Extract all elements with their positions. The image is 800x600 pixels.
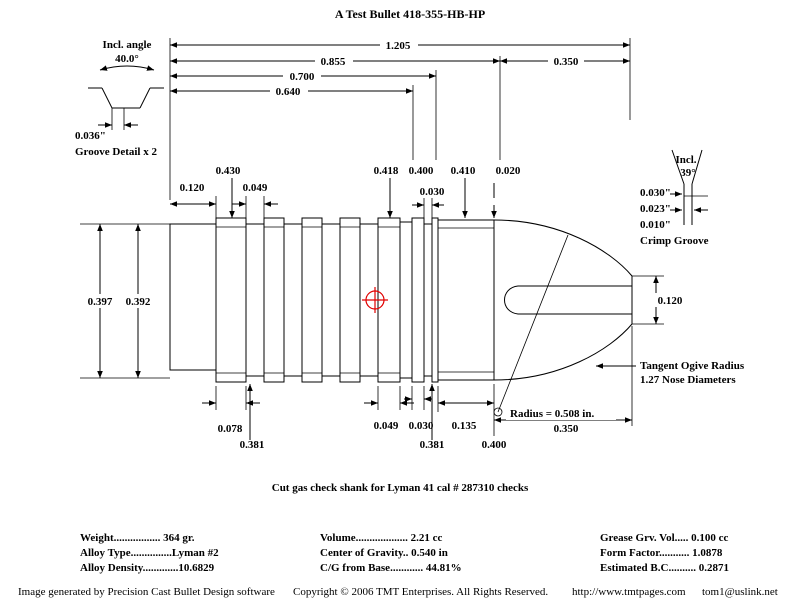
- groove-width: 0.036": [75, 130, 106, 142]
- crimp-groove-caption: Crimp Groove: [640, 235, 709, 247]
- lube-groove-6: [423, 223, 433, 377]
- dim-0135: 0.135: [452, 420, 477, 432]
- crimp-0023: 0.023": [640, 203, 671, 215]
- cavity-dimension: 0.120: [632, 275, 688, 325]
- lube-groove-3: [321, 223, 341, 377]
- gas-check-note: Cut gas check shank for Lyman 41 cal # 2…: [272, 482, 529, 494]
- gas-check-shank: [169, 223, 217, 371]
- ogive-callout: Tangent Ogive Radius 1.27 Nose Diameters: [596, 360, 745, 386]
- diagram-title: A Test Bullet 418-355-HB-HP: [335, 7, 485, 21]
- crimp-angle-label: Incl.: [675, 154, 696, 166]
- dim-0381-b: 0.381: [420, 439, 445, 451]
- dim-0350-top: 0.350: [554, 56, 579, 68]
- stat-grease-volume: Grease Grv. Vol..... 0.100 cc: [600, 532, 729, 544]
- crimp-groove-detail: Incl. 39° 0.030" 0.023" 0.010" Crimp Gro…: [640, 149, 709, 247]
- dim-0430: 0.430: [216, 165, 241, 177]
- dim-0049-bottom: 0.049: [374, 420, 399, 432]
- groove-angle-label: Incl. angle: [103, 39, 152, 51]
- driving-band-3: [301, 217, 323, 383]
- dim-0410: 0.410: [451, 165, 476, 177]
- lube-groove-5: [399, 221, 413, 379]
- dim-0700: 0.700: [290, 71, 315, 83]
- dim-0400-bottom: 0.400: [482, 439, 507, 451]
- lower-dimensions: 0.078 0.381 0.049 0.030 0.381 0.135 Radi…: [202, 326, 633, 451]
- driving-band-4: [339, 217, 361, 383]
- footer-email[interactable]: tom1@uslink.net: [702, 586, 778, 598]
- lube-groove-2: [283, 223, 303, 377]
- stat-estimated-bc: Estimated B.C.......... 0.2871: [600, 562, 729, 574]
- dim-0049-top: 0.049: [243, 182, 268, 194]
- dim-1205: 1.205: [386, 40, 411, 52]
- driving-band-6: [411, 217, 425, 383]
- footer-copyright: Copyright © 2006 TMT Enterprises. All Ri…: [293, 586, 548, 598]
- dim-0350-bottom: 0.350: [554, 423, 579, 435]
- stat-weight: Weight................. 364 gr.: [80, 532, 195, 544]
- ogive-radius-label: Radius = 0.508 in.: [510, 408, 594, 420]
- stat-alloy-type: Alloy Type...............Lyman #2: [80, 547, 219, 559]
- crimp-0010: 0.010": [640, 219, 671, 231]
- dim-0020: 0.020: [496, 165, 521, 177]
- diameter-dimensions: 0.397 0.392: [80, 223, 170, 379]
- stat-form-factor: Form Factor........... 1.0878: [600, 547, 723, 559]
- ogive-line-2: 1.27 Nose Diameters: [640, 374, 736, 386]
- nose-ogive: [493, 219, 633, 381]
- dim-0030-bottom: 0.030: [409, 420, 434, 432]
- stat-volume: Volume................... 2.21 cc: [320, 532, 443, 544]
- footer-generator: Image generated by Precision Cast Bullet…: [18, 586, 275, 598]
- bore-ride-section: [437, 219, 495, 381]
- stats-table: Weight................. 364 gr. Alloy Ty…: [80, 532, 729, 574]
- groove-angle-value: 40.0°: [115, 53, 139, 65]
- upper-dimensions: 0.430 0.120 0.049 0.418 0.400 0.410 0.02…: [170, 165, 521, 222]
- dim-0392: 0.392: [126, 296, 151, 308]
- dim-0381-a: 0.381: [240, 439, 265, 451]
- stat-alloy-density: Alloy Density.............10.6829: [80, 562, 215, 574]
- footer-url[interactable]: http://www.tmtpages.com: [572, 586, 686, 598]
- stat-center-of-gravity: Center of Gravity.. 0.540 in: [320, 547, 448, 559]
- dim-0030-top: 0.030: [420, 186, 445, 198]
- footer: Image generated by Precision Cast Bullet…: [18, 586, 778, 598]
- driving-band-1: [215, 217, 247, 383]
- ogive-radius-line: [497, 234, 569, 413]
- crimp-0030: 0.030": [640, 187, 671, 199]
- dim-0397: 0.397: [88, 296, 113, 308]
- dim-0400-top: 0.400: [409, 165, 434, 177]
- driving-band-7: [431, 217, 439, 383]
- groove-detail-caption: Groove Detail x 2: [75, 146, 157, 158]
- ogive-line-1: Tangent Ogive Radius: [640, 360, 745, 372]
- hollow-point-cavity: [504, 285, 632, 315]
- dim-0120-right: 0.120: [658, 295, 683, 307]
- dim-0120: 0.120: [180, 182, 205, 194]
- dim-0640: 0.640: [276, 86, 301, 98]
- top-dimensions: 1.205 0.855 0.350 0.700 0.640: [169, 38, 631, 200]
- dim-0855: 0.855: [321, 56, 346, 68]
- dim-0078: 0.078: [218, 423, 243, 435]
- driving-band-2: [263, 217, 285, 383]
- stat-cg-from-base: C/G from Base............ 44.81%: [320, 562, 462, 574]
- dim-0418: 0.418: [374, 165, 399, 177]
- lube-groove-1: [245, 223, 265, 377]
- bullet-body: [169, 217, 633, 417]
- groove-detail: Incl. angle 40.0° 0.036" Groove Detail x…: [75, 39, 164, 158]
- crimp-angle-value: 39°: [680, 167, 695, 179]
